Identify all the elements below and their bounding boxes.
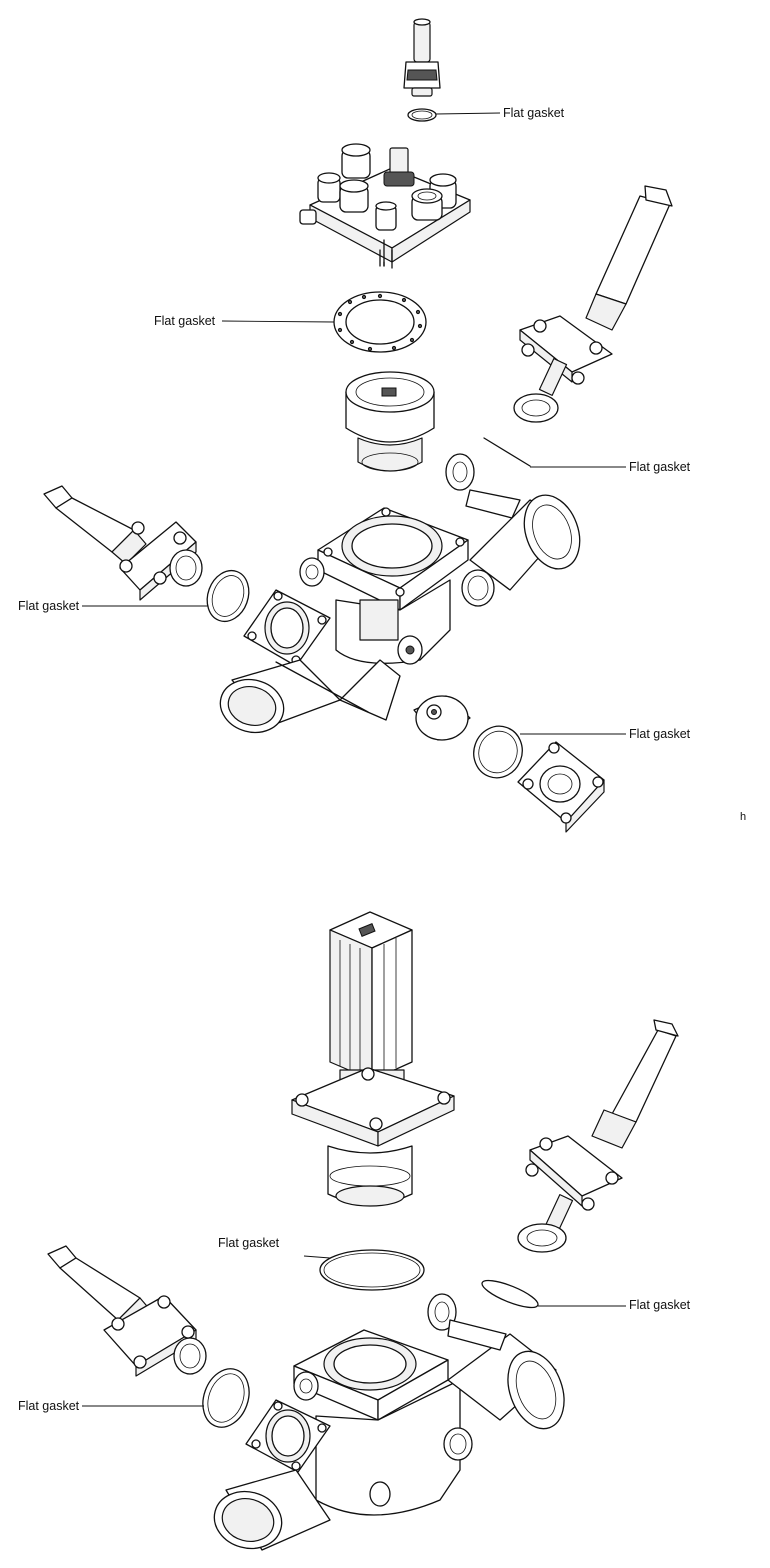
right-angle-valve-bottom [517, 1019, 679, 1253]
label-right-valve-flat-gasket-bottom: Flat gasket [629, 1298, 691, 1312]
top-cover-with-pilots [299, 143, 471, 269]
label-left-valve-flat-gasket: Flat gasket [18, 599, 80, 613]
cover-flat-gasket [333, 291, 427, 353]
left-angle-valve [43, 485, 203, 601]
pilot-flat-gasket [407, 108, 437, 122]
pilot-insert [403, 18, 441, 97]
left-angle-valve-bottom [47, 1245, 207, 1377]
bonnet-flange [291, 1067, 455, 1207]
piston-module [345, 371, 435, 472]
left-flat-gasket [206, 569, 250, 623]
label-pilot-flat-gasket: Flat gasket [503, 106, 565, 120]
right-angle-valve [513, 185, 673, 423]
top-flat-gasket-bottom [319, 1249, 425, 1291]
top-exploded-diagram [43, 18, 673, 833]
label-right-valve-flat-gasket: Flat gasket [629, 460, 691, 474]
right-flat-gasket-bottom [481, 1279, 539, 1309]
leader-line [303, 1255, 331, 1259]
leader-line [221, 320, 335, 323]
main-valve-body [219, 453, 581, 734]
leader-line [435, 112, 501, 115]
electric-actuator [329, 911, 413, 1091]
right-flat-gasket-edge [483, 437, 531, 467]
label-left-valve-flat-gasket-bottom: Flat gasket [18, 1399, 80, 1413]
main-valve-body-bottom [213, 1293, 565, 1551]
label-end-cover-flat-gasket: Flat gasket [629, 727, 691, 741]
bottom-exploded-diagram [47, 911, 679, 1551]
left-flat-gasket-bottom [202, 1368, 250, 1428]
edge-mark: h [740, 811, 747, 823]
end-cover-parts [413, 695, 605, 833]
label-top-flat-gasket-bottom: Flat gasket [218, 1236, 280, 1250]
label-cover-flat-gasket: Flat gasket [154, 314, 216, 328]
